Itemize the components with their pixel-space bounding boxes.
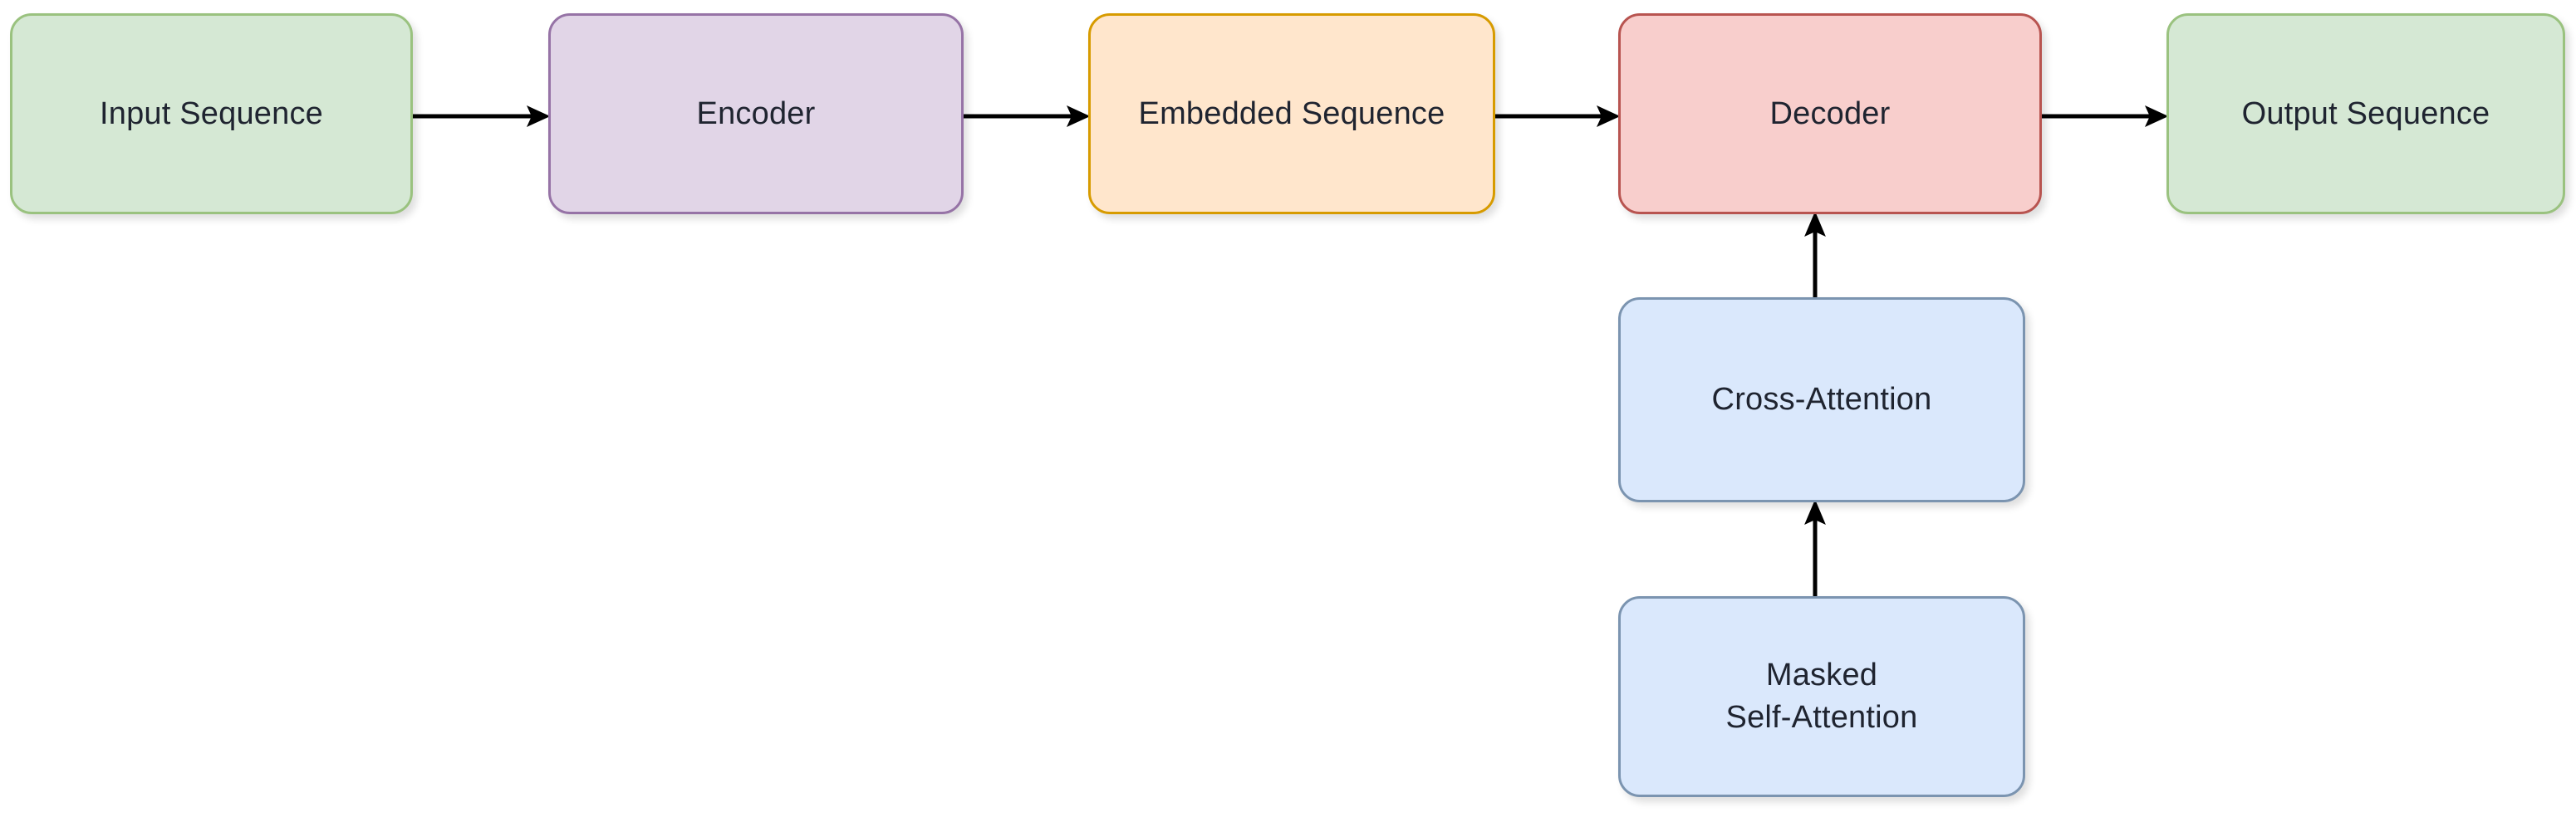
edge-embedded-to-decoder [1495,98,1621,135]
node-output-sequence-label: Output Sequence [2241,95,2490,131]
node-encoder-label: Encoder [696,95,816,131]
node-embedded-sequence[interactable]: Embedded Sequence [1088,13,1495,214]
node-input-sequence[interactable]: Input Sequence [10,13,413,214]
node-encoder[interactable]: Encoder [548,13,964,214]
edge-input-to-encoder [413,98,551,135]
node-output-sequence[interactable]: Output Sequence [2166,13,2565,214]
node-cross-attention[interactable]: Cross-Attention [1618,297,2025,502]
node-masked-self-attention-label: Masked Self-Attention [1725,658,1918,735]
node-cross-attention-label: Cross-Attention [1711,382,1932,418]
node-embedded-sequence-label: Embedded Sequence [1138,95,1445,131]
edge-cross-attention-to-decoder [1797,211,1833,300]
node-decoder-label: Decoder [1769,95,1891,131]
edge-masked-to-cross-attention [1797,499,1833,599]
node-input-sequence-label: Input Sequence [99,95,324,131]
node-masked-self-attention[interactable]: Masked Self-Attention [1618,596,2025,797]
node-decoder[interactable]: Decoder [1618,13,2042,214]
edge-encoder-to-embedded [964,98,1091,135]
edge-decoder-to-output [2042,98,2169,135]
